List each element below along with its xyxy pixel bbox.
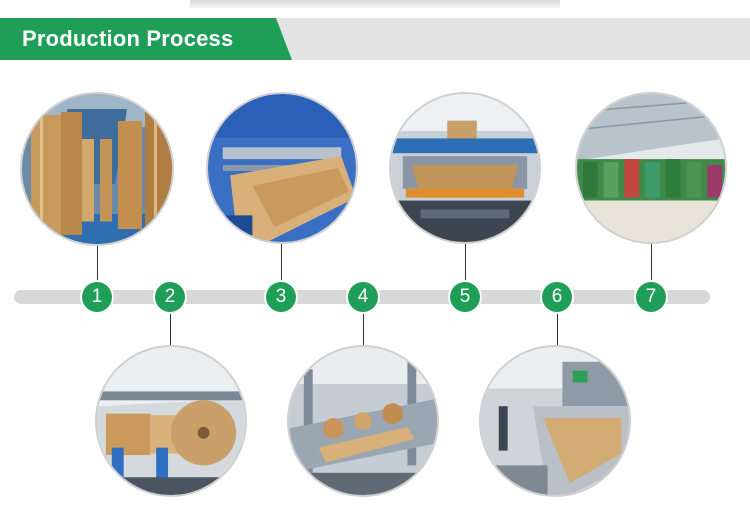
step-marker-2: 2 — [155, 282, 185, 312]
paper-roll-warehouse-icon — [20, 92, 174, 246]
step-marker-5: 5 — [450, 282, 480, 312]
connector-line-2 — [170, 304, 171, 348]
paper-feeding-machine-icon — [206, 92, 358, 244]
finished-goods-warehouse-icon — [575, 92, 727, 244]
step-marker-1: 1 — [82, 282, 112, 312]
step-marker-6: 6 — [542, 282, 572, 312]
step-marker-3: 3 — [266, 282, 296, 312]
step-marker-7: 7 — [636, 282, 666, 312]
connector-line-5 — [465, 244, 466, 290]
page-title: Production Process — [22, 26, 234, 51]
step-marker-4: 4 — [348, 282, 378, 312]
printing-machine-icon — [389, 92, 541, 244]
header-title-banner — [0, 18, 292, 60]
paper-roll-unwinding-icon — [95, 345, 247, 497]
bag-forming-machine-icon — [287, 345, 439, 497]
top-decorative-strip — [190, 0, 560, 8]
connector-line-4 — [363, 304, 364, 348]
connector-line-7 — [651, 244, 652, 290]
connector-line-3 — [281, 244, 282, 290]
connector-line-1 — [97, 244, 98, 290]
connector-line-6 — [557, 304, 558, 348]
bag-production-line-icon — [479, 345, 631, 497]
